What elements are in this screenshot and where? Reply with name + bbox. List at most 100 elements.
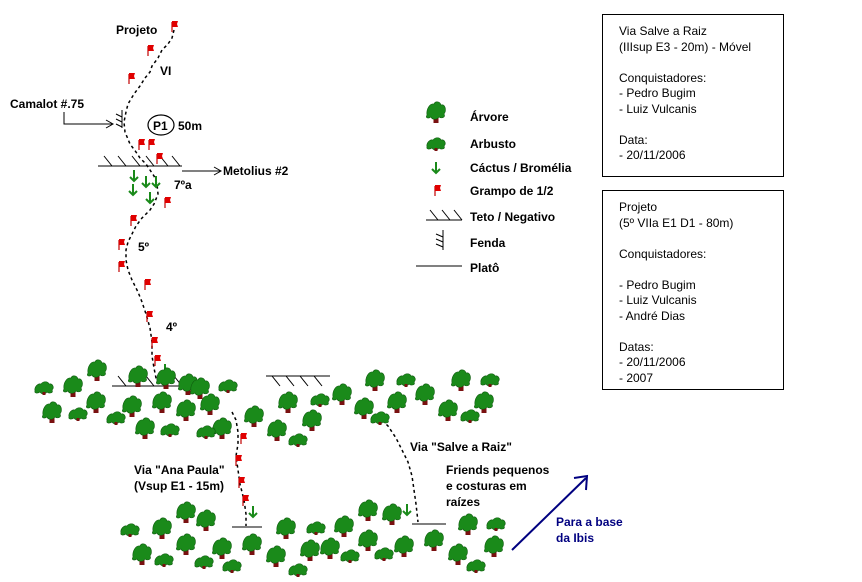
label-grade-7a: 7ºa: [174, 178, 192, 192]
label-friends-line1: Friends pequenos: [446, 463, 550, 477]
label-p1: P1: [153, 119, 168, 133]
bolt-icon: [164, 196, 172, 209]
tree-icon: [484, 535, 504, 558]
tree-icon: [458, 513, 478, 536]
crack-icon-route: [115, 110, 123, 128]
tree-icon: [176, 399, 196, 422]
tree-icon: [135, 417, 155, 440]
bush-icon: [374, 547, 394, 562]
info-box-projeto: Projeto (5º VIIa E1 D1 - 80m) Conquistad…: [602, 190, 784, 390]
tree-icon: [382, 503, 402, 526]
label-friends-line3: raízes: [446, 495, 480, 509]
cactus-icon: [129, 169, 139, 182]
roof-symbol: [98, 155, 182, 167]
bolt-icon: [238, 476, 246, 489]
legend-label: Arbusto: [470, 137, 516, 151]
bush-icon: [120, 523, 140, 538]
info-line: Conquistadores:: [619, 246, 707, 261]
tree-icon: [42, 401, 62, 424]
info-line: (IIIsup E3 - 20m) - Móvel: [619, 39, 752, 54]
label-camalot: Camalot #.75: [10, 97, 84, 111]
bolt-icon: [171, 20, 179, 33]
tree-icon: [200, 393, 220, 416]
tree-icon: [152, 517, 172, 540]
info-line: [619, 262, 783, 278]
legend-crack-icon: [435, 230, 444, 250]
label-via-ana-paula: Via "Ana Paula": [134, 463, 225, 477]
tree-icon: [176, 533, 196, 556]
vegetation-upper: [34, 359, 500, 448]
bush-icon: [288, 563, 308, 578]
bush-icon: [340, 549, 360, 564]
tree-icon: [244, 405, 264, 428]
label-grade-4: 4º: [166, 320, 178, 334]
label-grade-5: 5º: [138, 240, 150, 254]
bush-icon: [288, 433, 308, 448]
vegetation-lower: [120, 499, 506, 578]
legend-label: Árvore: [470, 109, 509, 124]
legend-label: Teto / Negativo: [470, 210, 555, 224]
info-line: - 20/11/2006: [619, 148, 686, 162]
label-grade-vi: VI: [160, 64, 171, 78]
tree-icon: [267, 419, 287, 442]
legend-label: Fenda: [470, 236, 506, 250]
tree-icon: [424, 529, 444, 552]
info-box-salve-a-raiz: Via Salve a Raiz (IIIsup E3 - 20m) - Móv…: [602, 14, 784, 177]
bush-icon: [34, 381, 54, 396]
tree-icon: [176, 501, 196, 524]
label-para-a-base-line2: da Ibis: [556, 531, 594, 545]
tree-icon: [358, 529, 378, 552]
metolius-arrow: [182, 166, 223, 176]
tree-icon: [212, 537, 232, 560]
tree-icon: [86, 391, 106, 414]
cactus-icon: [141, 175, 151, 188]
tree-icon: [87, 359, 107, 382]
tree-icon: [212, 417, 232, 440]
info-line: Conquistadores:: [619, 70, 707, 85]
cactus-icon: [145, 191, 155, 204]
info-line: [619, 117, 783, 133]
bush-icon: [160, 423, 180, 438]
info-line: Via Salve a Raiz: [619, 24, 707, 38]
bolt-icon: [118, 260, 126, 273]
info-line: Projeto: [619, 200, 658, 214]
legend-roof-icon: [426, 209, 463, 221]
bush-icon: [68, 407, 88, 422]
bush-icon: [310, 393, 330, 408]
info-line: Datas:: [619, 339, 654, 354]
bush-icon: [222, 559, 242, 574]
bolt-icon: [151, 336, 159, 349]
info-line: - Luiz Vulcanis: [619, 101, 697, 116]
info-line: (5º VIIa E1 D1 - 80m): [619, 215, 734, 230]
legend-tree-icon: [426, 101, 446, 124]
camalot-arrow: [63, 112, 115, 129]
tree-icon: [334, 515, 354, 538]
bolt-icon: [138, 138, 146, 151]
legend-label: Platô: [470, 261, 499, 275]
info-line: Data:: [619, 132, 648, 147]
info-line: - Pedro Bugim: [619, 86, 696, 100]
tree-icon: [320, 537, 340, 560]
route-projeto-line: [123, 29, 175, 387]
cactus-icon: [402, 503, 412, 516]
tree-icon: [63, 375, 83, 398]
bush-icon: [106, 411, 126, 426]
cactus-icon: [248, 505, 258, 518]
label-metolius: Metolius #2: [223, 164, 289, 178]
bush-icon: [460, 409, 480, 424]
para-a-base-arrow: [511, 474, 589, 551]
tree-icon: [266, 545, 286, 568]
tree-icon: [387, 391, 407, 414]
bush-icon: [466, 559, 486, 574]
route-ana-paula-line: [231, 411, 247, 526]
legend: Árvore Arbusto Cáctus / Bromélia Grampo …: [416, 101, 572, 275]
bolt-icon: [240, 432, 248, 445]
info-line: - Pedro Bugim: [619, 277, 696, 292]
bolt-icon: [154, 354, 162, 367]
info-line: - 2007: [619, 370, 654, 385]
info-line: [619, 231, 783, 247]
tree-icon: [332, 383, 352, 406]
tree-icon: [152, 391, 172, 414]
roof-symbol-middle: [266, 375, 330, 387]
tree-icon: [300, 539, 320, 562]
